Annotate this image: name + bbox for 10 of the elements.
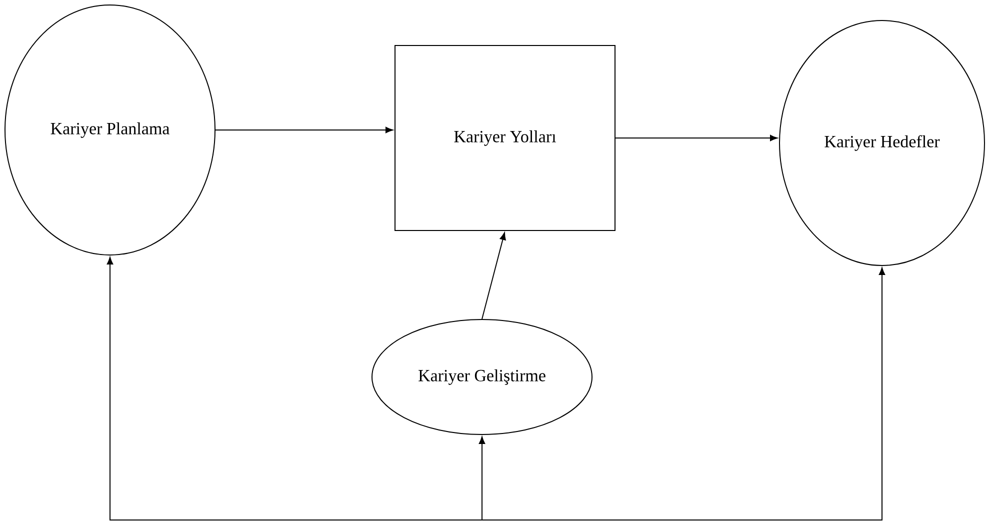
arrow bbox=[482, 232, 506, 320]
arrow bbox=[482, 267, 886, 520]
arrow bbox=[478, 436, 486, 520]
process-box: Kariyer Yolları bbox=[394, 45, 616, 231]
ellipse-node: Kariyer Hedefler bbox=[779, 20, 985, 266]
arrow bbox=[215, 126, 394, 134]
arrow bbox=[106, 256, 482, 520]
ellipse-node: Kariyer Planlama bbox=[4, 4, 216, 256]
ellipse-node: Kariyer Geliştirme bbox=[372, 319, 592, 435]
arrow bbox=[615, 134, 778, 142]
